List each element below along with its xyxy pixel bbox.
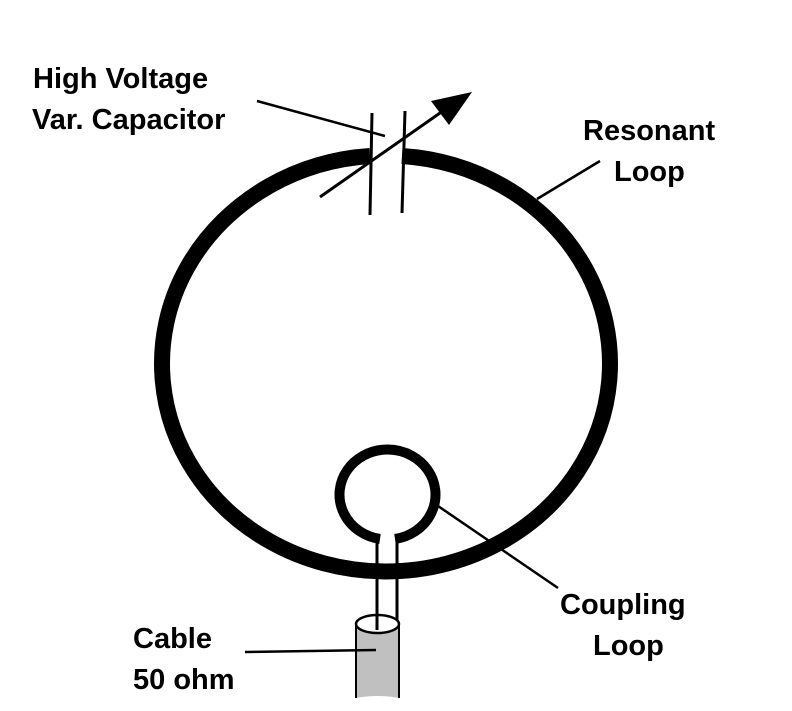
leader-line-cable <box>244 648 377 654</box>
label-resonant-line2: Loop <box>614 156 685 188</box>
capacitor-variable-arrow-shaft <box>319 104 451 199</box>
coax-cable-body <box>356 624 399 698</box>
leader-line-coupling <box>437 504 559 590</box>
label-cable-line1: Cable <box>133 623 212 655</box>
capacitor-plate-right <box>400 110 407 214</box>
label-coupling-line2: Loop <box>593 630 664 662</box>
label-cable-line2: 50 ohm <box>133 664 235 696</box>
label-coupling-line1: Coupling <box>560 589 686 621</box>
label-capacitor-line2: Var. Capacitor <box>32 104 225 136</box>
leader-line-resonant <box>536 159 601 201</box>
leader-line-capacitor <box>256 99 386 138</box>
label-resonant-line1: Resonant <box>583 115 715 147</box>
coupling-loop <box>334 444 441 544</box>
capacitor-plate-left <box>368 112 374 216</box>
resonant-loop <box>154 148 618 580</box>
capacitor-variable-arrowhead-icon <box>431 92 472 125</box>
label-capacitor-line1: High Voltage <box>33 63 208 95</box>
